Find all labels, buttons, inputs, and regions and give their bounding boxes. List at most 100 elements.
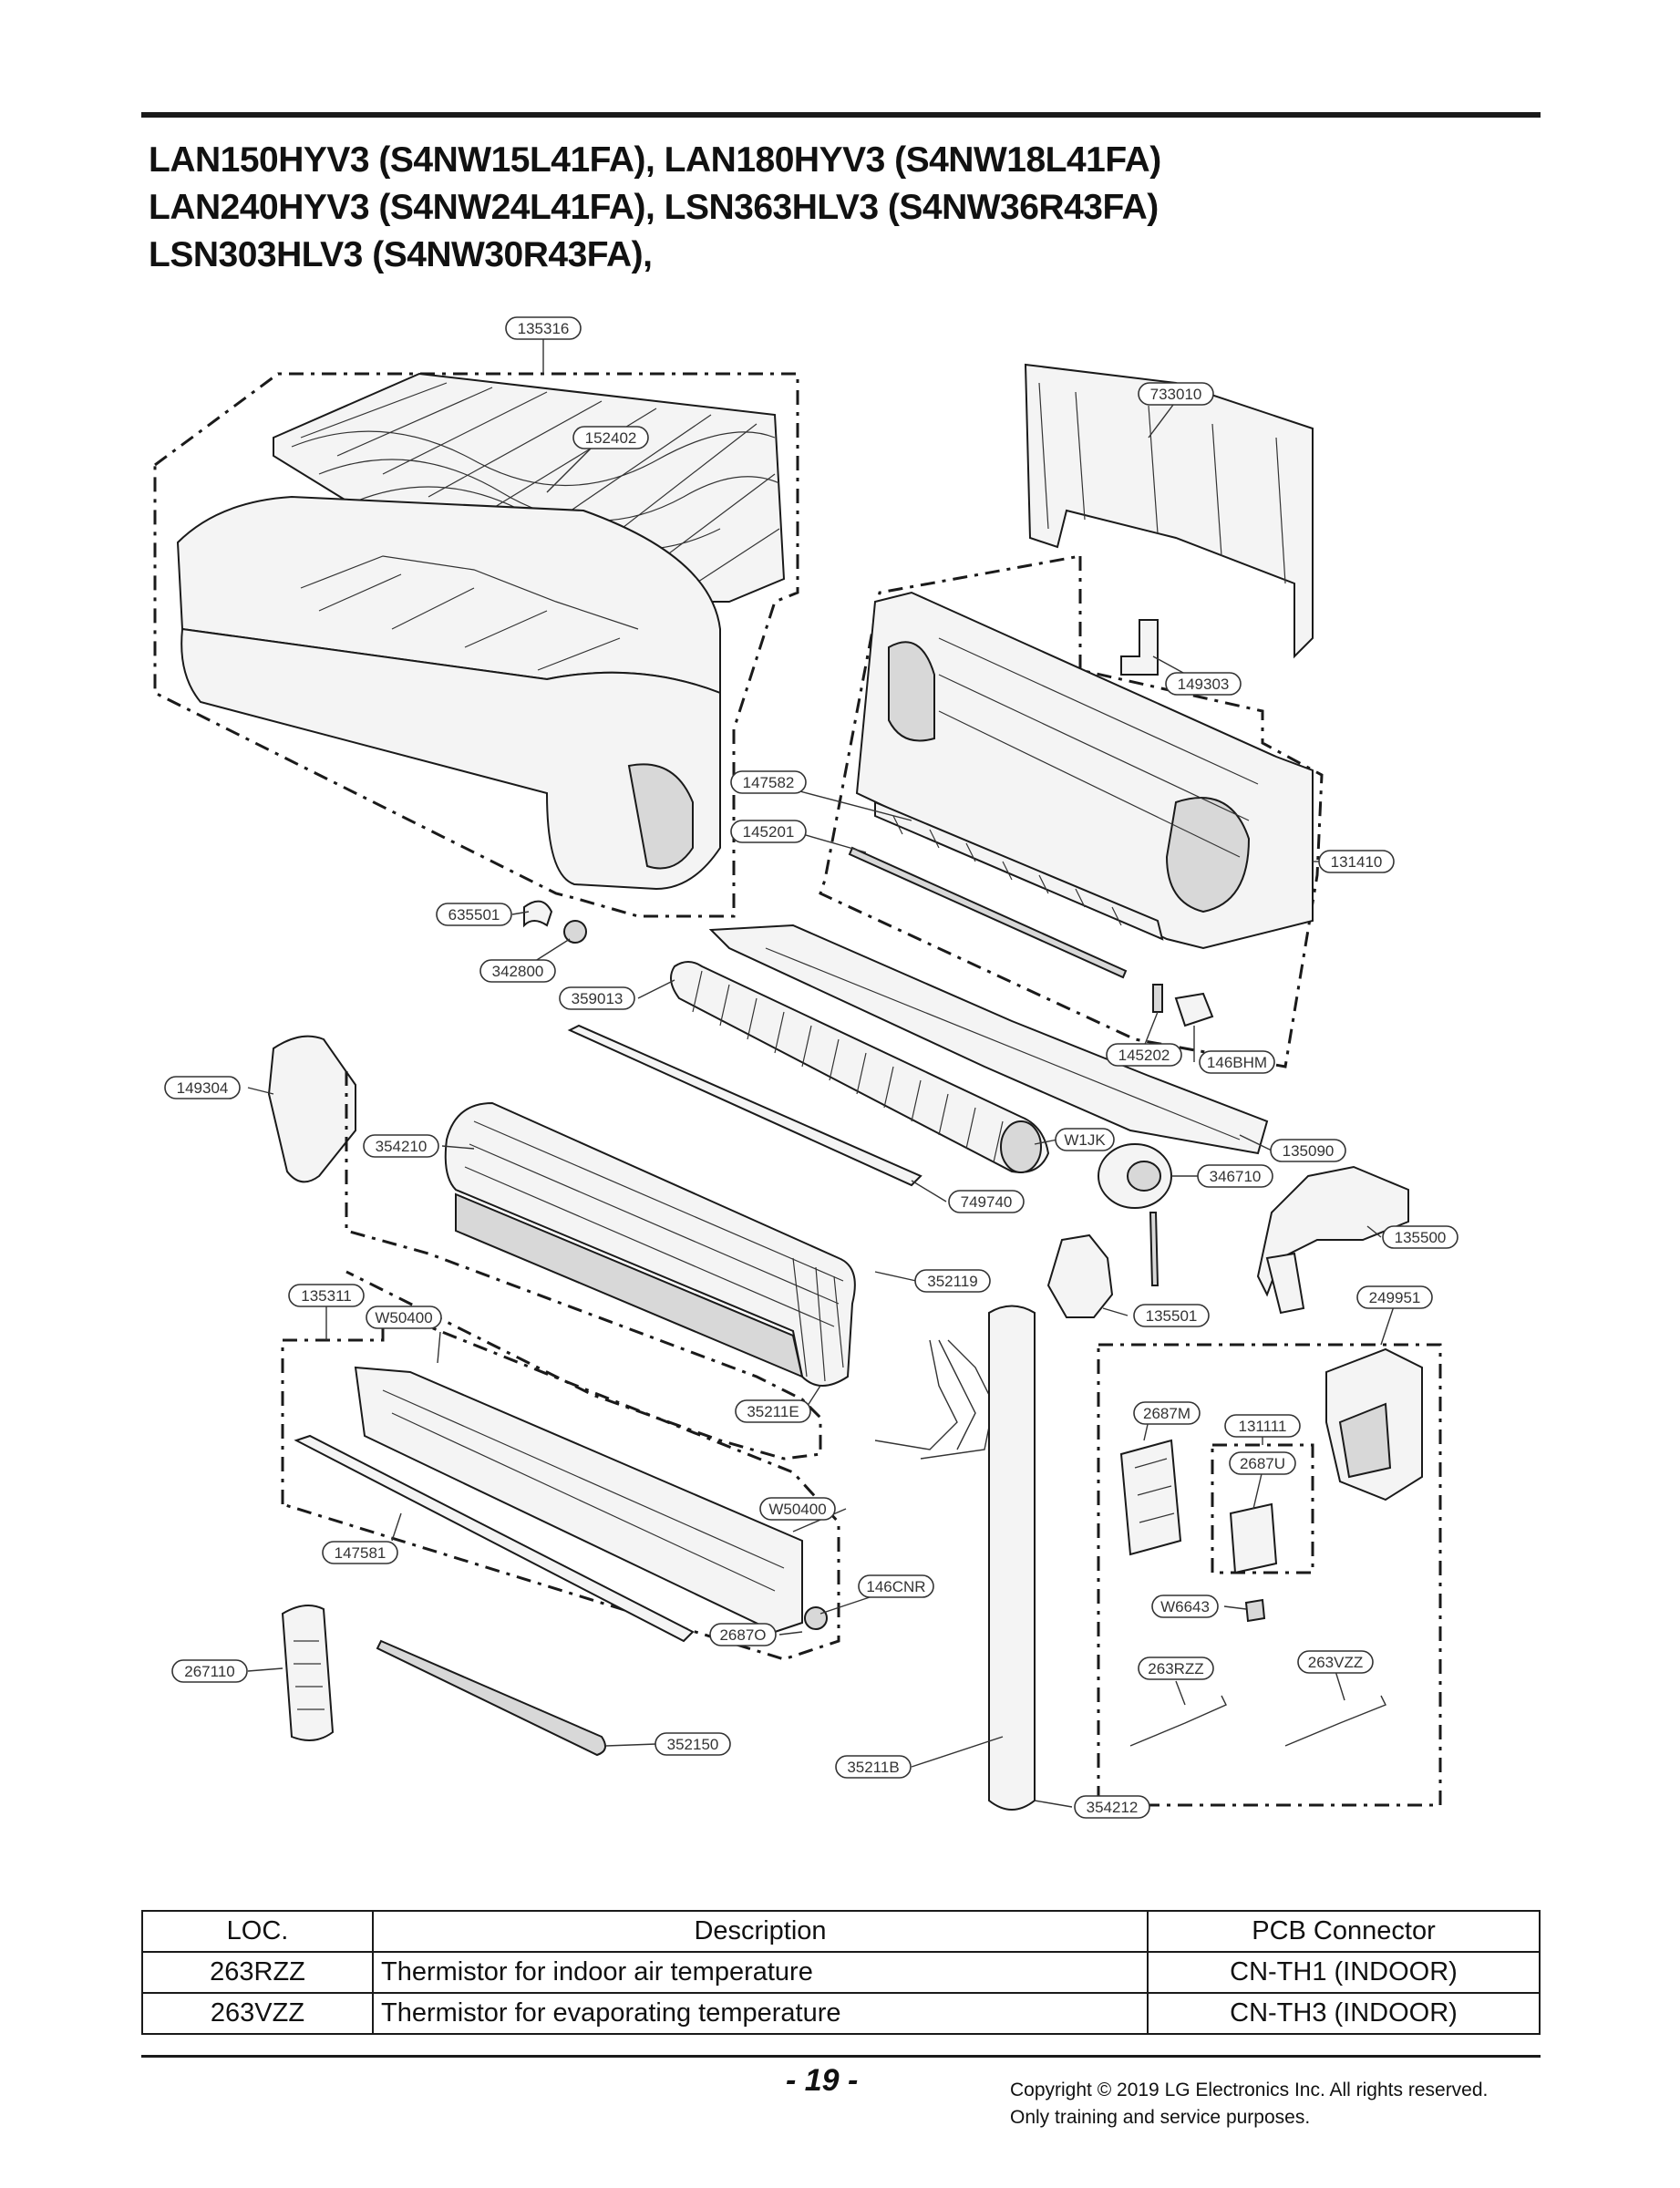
- page-number: - 19 -: [786, 2063, 859, 2098]
- callout-bubble: [1151, 1595, 1219, 1618]
- side-holder-149304: [267, 1035, 356, 1183]
- part-callout: W6643: [1151, 1595, 1219, 1618]
- part-callout: 135090: [1270, 1139, 1346, 1162]
- part-number-label: W1JK: [1064, 1131, 1106, 1149]
- page-title: LAN150HYV3 (S4NW15L41FA), LAN180HYV3 (S4…: [149, 137, 1516, 279]
- main-pcb-2687M: [1119, 1439, 1182, 1556]
- part-number-label: 146CNR: [866, 1578, 925, 1595]
- discharge-panel: [708, 924, 1269, 1155]
- group-outline-chassis: [819, 554, 1324, 1068]
- part-number-label: 2687U: [1240, 1455, 1285, 1472]
- part-number-label: 35211E: [747, 1403, 799, 1420]
- holder-635501: [523, 900, 553, 928]
- part-number-label: 135316: [518, 320, 570, 337]
- callout-bubble: [1297, 1650, 1374, 1674]
- part-number-label: 152402: [585, 429, 637, 447]
- step-motor-146BHM: [1174, 992, 1214, 1027]
- drain-hose: [376, 1639, 606, 1757]
- legend-cell-connector: CN-TH1 (INDOOR): [1147, 1951, 1541, 1994]
- part-number-label: 346710: [1210, 1168, 1262, 1185]
- group-outline-pcb-131111: [1211, 1443, 1314, 1574]
- motor-cover-135501: [1046, 1233, 1114, 1318]
- callout-bubble: [858, 1574, 934, 1598]
- callout-bubble: [1382, 1225, 1458, 1249]
- evaporator-coil: [444, 1101, 856, 1387]
- part-callout: 149304: [164, 1076, 241, 1099]
- part-callout: 635501: [436, 903, 512, 926]
- part-number-label: 145202: [1118, 1047, 1170, 1064]
- callout-bubble: [709, 1623, 777, 1646]
- part-callout: 359013: [559, 986, 635, 1010]
- part-callout: 147582: [730, 770, 807, 794]
- table-row: 263RZZ Thermistor for indoor air tempera…: [141, 1951, 1541, 1994]
- group-outline-drain-pan: [281, 1306, 840, 1661]
- part-callout: 146BHM: [1199, 1050, 1275, 1074]
- part-number-label: 2687M: [1143, 1405, 1190, 1422]
- callout-bubble: [366, 1306, 442, 1329]
- callout-bubble: [1197, 1164, 1273, 1188]
- part-number-label: 135311: [301, 1287, 351, 1305]
- part-callout: 131410: [1318, 850, 1395, 873]
- callout-bubble: [1165, 672, 1242, 696]
- legend-header-description: Description: [372, 1910, 1149, 1953]
- callout-bubble: [479, 959, 556, 983]
- legend-cell-description: Thermistor for indoor air temperature: [372, 1951, 1149, 1994]
- legend-cell-loc: 263VZZ: [141, 1992, 374, 2035]
- callout-bubble: [288, 1284, 365, 1307]
- part-number-label: 635501: [448, 906, 500, 924]
- callout-bubble: [559, 986, 635, 1010]
- motor-cover-135500: [1256, 1165, 1409, 1315]
- part-number-label: 249951: [1369, 1289, 1421, 1306]
- part-callout: 354210: [363, 1134, 439, 1158]
- callout-bubble: [914, 1269, 991, 1293]
- part-callout: 263VZZ: [1297, 1650, 1374, 1674]
- connector-W6643: [1244, 1598, 1266, 1623]
- usage-notice: Only training and service purposes.: [1010, 2107, 1311, 2128]
- callout-bubble: [1106, 1043, 1182, 1067]
- part-number-label: 146BHM: [1207, 1054, 1267, 1071]
- copyright-text: Copyright © 2019 LG Electronics Inc. All…: [1010, 2080, 1489, 2100]
- callout-bubble: [1138, 1656, 1214, 1680]
- guide-vane-147581: [294, 1434, 695, 1643]
- callout-bubble: [363, 1134, 439, 1158]
- remote-controller: [281, 1605, 335, 1741]
- refrigerant-pipes: [874, 1339, 995, 1460]
- part-callout: 135311: [288, 1284, 365, 1307]
- part-callout: 346710: [1197, 1164, 1273, 1188]
- part-callout: W50400: [759, 1497, 836, 1521]
- title-line-1: LAN150HYV3 (S4NW15L41FA), LAN180HYV3 (S4…: [149, 140, 1161, 180]
- callout-bubble: [164, 1076, 241, 1099]
- part-callout: 152402: [572, 426, 649, 449]
- callout-bubble: [730, 770, 807, 794]
- callout-bubble: [505, 316, 582, 340]
- part-callout: 2687U: [1229, 1451, 1296, 1475]
- part-number-label: W50400: [768, 1501, 826, 1518]
- callout-bubble: [171, 1659, 248, 1683]
- part-number-label: 733010: [1150, 386, 1202, 403]
- part-callout: 149303: [1165, 672, 1242, 696]
- control-box: [1325, 1347, 1423, 1502]
- part-number-label: 135501: [1146, 1307, 1198, 1325]
- copyright-notice: Copyright © 2019 LG Electronics Inc. All…: [1010, 2077, 1488, 2131]
- part-number-label: 149304: [177, 1079, 229, 1097]
- part-number-label: 267110: [184, 1663, 234, 1680]
- part-callout: 135501: [1133, 1304, 1210, 1327]
- part-number-label: W50400: [375, 1309, 432, 1326]
- part-number-label: 263VZZ: [1308, 1654, 1363, 1671]
- callout-bubble: [759, 1497, 836, 1521]
- callout-bubble: [1318, 850, 1395, 873]
- part-number-label: 147581: [335, 1544, 387, 1562]
- part-number-label: 147582: [743, 774, 795, 791]
- callout-bubble: [322, 1541, 398, 1564]
- part-callout: 342800: [479, 959, 556, 983]
- bracket-149303: [1120, 619, 1159, 676]
- table-row: 263VZZ Thermistor for evaporating temper…: [141, 1992, 1541, 2035]
- part-callout: 146CNR: [858, 1574, 934, 1598]
- part-callout: W50400: [366, 1306, 442, 1329]
- legend-header-connector: PCB Connector: [1147, 1910, 1541, 1953]
- part-number-label: 149303: [1178, 676, 1230, 693]
- part-callout: 2687O: [709, 1623, 777, 1646]
- part-number-label: 135500: [1395, 1229, 1447, 1246]
- part-number-label: 2687O: [719, 1626, 766, 1644]
- part-callout: 135316: [505, 316, 582, 340]
